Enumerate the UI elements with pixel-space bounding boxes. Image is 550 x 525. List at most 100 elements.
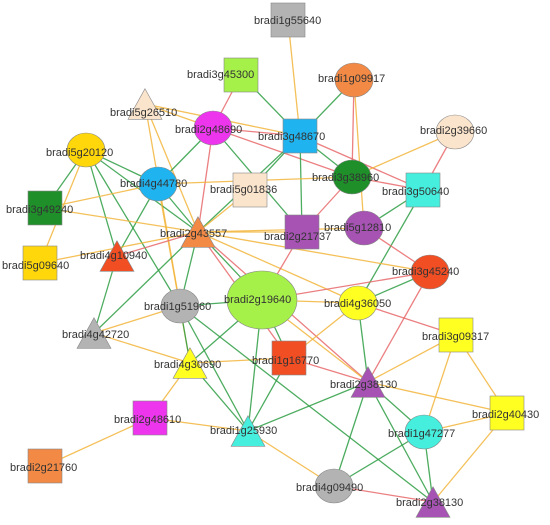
node-shape-triangle	[230, 415, 266, 447]
node-bradi4g36050[interactable]: bradi4g36050	[324, 285, 391, 321]
node-bradi2g21737[interactable]: bradi2g21737	[264, 214, 331, 250]
node-label: bradi5g12810	[324, 222, 391, 234]
node-shape-square	[405, 172, 441, 208]
node-bradi4g44780[interactable]: bradi4g44780	[120, 166, 187, 202]
edge-bradi2g43557-bradi4g36050	[197, 231, 359, 304]
node-bradi1g25930[interactable]: bradi1g25930	[210, 415, 277, 447]
node-label: bradi1g16770	[252, 355, 319, 367]
edge-bradi5g20120-bradi4g10940	[85, 149, 118, 257]
node-shape-circle	[338, 285, 378, 321]
node-shape-square	[27, 190, 63, 226]
node-label: bradi1g25930	[210, 425, 277, 437]
node-label: bradi3g49240	[6, 204, 73, 216]
node-label: bradi5g26510	[110, 107, 177, 119]
edge-bradi3g49240-bradi2g43557	[44, 207, 199, 233]
node-bradi1g47277[interactable]: bradi1g47277	[388, 414, 455, 450]
edge-bradi4g42720-bradi4g30690	[93, 332, 191, 364]
edge-bradi5g20120-bradi5g09640	[39, 149, 87, 264]
edge-bradi1g55640-bradi3g48670	[287, 19, 301, 137]
node-shape-triangle	[127, 88, 163, 120]
node-shape-circle	[193, 110, 233, 146]
node-shape-square	[270, 2, 306, 38]
edge-bradi4g44780-bradi3g49240	[44, 183, 159, 209]
node-shape-square	[282, 118, 318, 154]
edge-bradi1g09917-bradi5g12810	[353, 79, 365, 229]
node-label: bradi1g47277	[388, 428, 455, 440]
node-label: bradi3g50640	[382, 186, 449, 198]
node-label: bradi4g42720	[62, 329, 129, 341]
node-bradi4g09490[interactable]: bradi4g09490	[296, 468, 363, 504]
node-bradi2g21760[interactable]: bradi2g21760	[10, 448, 77, 484]
node-label: bradi3g38960	[312, 172, 379, 184]
node-bradi3g50640[interactable]: bradi3g50640	[382, 172, 449, 208]
node-bradi2g38130a[interactable]: bradi2g38130	[330, 366, 397, 398]
node-shape-square	[284, 214, 320, 250]
node-bradi5g26510[interactable]: bradi5g26510	[110, 88, 177, 120]
nodes-layer: bradi1g55640 bradi3g45300 bradi1g09917 brad…	[2, 2, 539, 518]
node-bradi2g39660[interactable]: bradi2g39660	[420, 114, 487, 150]
node-label: bradi4g36050	[324, 298, 391, 310]
edge-bradi1g51960-bradi1g25930	[179, 305, 249, 432]
edge-bradi2g38130a-bradi2g38130b	[367, 381, 434, 503]
node-shape-triangle	[180, 216, 216, 248]
node-bradi2g43557[interactable]: bradi2g43557	[160, 216, 227, 248]
node-label: bradi2g38130	[330, 379, 397, 391]
node-label: bradi2g38130	[396, 497, 463, 509]
edge-bradi2g43557-bradi4g42720	[93, 231, 199, 334]
node-bradi2g40430[interactable]: bradi2g40430	[472, 395, 539, 431]
node-shape-circle	[410, 254, 450, 290]
node-bradi1g09917[interactable]: bradi1g09917	[318, 62, 385, 98]
node-shape-square	[27, 448, 63, 484]
edge-bradi2g38130a-bradi4g09490	[333, 381, 369, 487]
node-bradi3g45240[interactable]: bradi3g45240	[392, 254, 459, 290]
node-bradi2g19640[interactable]: bradi2g19640	[224, 270, 298, 330]
node-label: bradi2g19640	[224, 294, 291, 306]
edge-bradi2g43557-bradi4g10940	[116, 231, 199, 257]
node-label: bradi3g48670	[258, 131, 325, 143]
node-shape-circle	[138, 166, 178, 202]
node-bradi2g48610[interactable]: bradi2g48610	[114, 400, 181, 436]
node-bradi4g10940[interactable]: bradi4g10940	[80, 240, 147, 272]
node-shape-circle	[332, 159, 372, 195]
edge-bradi2g43557-bradi3g45240	[197, 231, 431, 273]
node-shape-circle	[404, 414, 444, 450]
node-shape-square	[271, 340, 307, 376]
node-bradi5g12810[interactable]: bradi5g12810	[324, 210, 391, 246]
edge-bradi5g26510-bradi2g43557	[144, 103, 199, 233]
node-bradi3g48670[interactable]: bradi3g48670	[258, 118, 325, 154]
node-label: bradi2g43557	[160, 228, 227, 240]
node-bradi3g45300[interactable]: bradi3g45300	[187, 57, 259, 93]
node-bradi5g09640[interactable]: bradi5g09640	[2, 245, 69, 281]
node-bradi2g48690[interactable]: bradi2g48690	[175, 110, 242, 146]
node-label: bradi5g01836	[210, 184, 277, 196]
node-bradi1g55640[interactable]: bradi1g55640	[254, 2, 321, 38]
node-bradi2g38130b[interactable]: bradi2g38130	[396, 486, 463, 518]
node-shape-triangle	[76, 317, 112, 349]
node-label: bradi2g39660	[420, 125, 487, 137]
node-bradi1g16770[interactable]: bradi1g16770	[252, 340, 319, 376]
node-label: bradi4g10940	[80, 250, 147, 262]
node-label: bradi3g09317	[422, 331, 489, 343]
node-label: bradi5g09640	[2, 260, 69, 272]
node-bradi3g09317[interactable]: bradi3g09317	[422, 317, 489, 353]
node-bradi3g49240[interactable]: bradi3g49240	[6, 190, 73, 226]
edge-bradi2g48690-bradi2g43557	[197, 127, 214, 233]
node-shape-bigcircle	[226, 270, 298, 330]
node-shape-triangle	[350, 366, 386, 398]
node-label: bradi2g21737	[264, 231, 331, 243]
node-bradi5g01836[interactable]: bradi5g01836	[210, 172, 277, 208]
node-bradi4g30690[interactable]: bradi4g30690	[154, 347, 221, 379]
node-bradi3g38960[interactable]: bradi3g38960	[312, 159, 379, 195]
edge-bradi1g51960-bradi2g38130b	[179, 305, 434, 503]
node-shape-square	[132, 400, 168, 436]
node-bradi5g20120[interactable]: bradi5g20120	[46, 132, 113, 168]
node-shape-circle	[314, 468, 354, 504]
edge-bradi3g45240-bradi2g38130a	[367, 271, 431, 383]
node-label: bradi3g45240	[392, 266, 459, 278]
node-shape-circle	[344, 210, 384, 246]
node-label: bradi2g21760	[10, 462, 77, 474]
node-bradi1g51960[interactable]: bradi1g51960	[144, 288, 211, 324]
node-bradi4g42720[interactable]: bradi4g42720	[62, 317, 129, 349]
edge-bradi2g43557-bradi5g12810	[197, 227, 365, 233]
edge-bradi2g38130a-bradi2g40430	[367, 381, 508, 414]
